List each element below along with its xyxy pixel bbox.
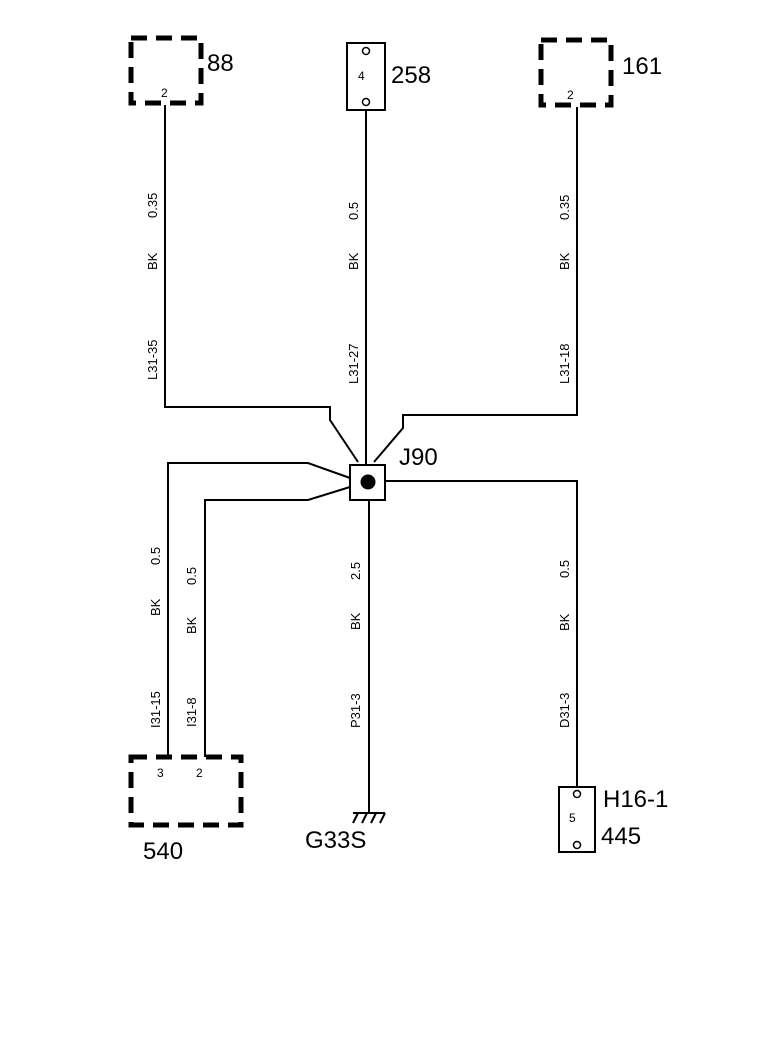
wire-540a-circuit: I31-15	[148, 691, 163, 728]
wire-540a-size: 0.5	[148, 547, 163, 565]
connector-258-pin: 4	[358, 69, 365, 83]
wire-88-to-j90	[164, 105, 359, 463]
wire-161-color: BK	[557, 252, 572, 270]
connector-445[interactable]: 5 H16-1 445	[558, 786, 668, 853]
wire-161-to-j90	[373, 107, 578, 463]
connector-445-pin: 5	[569, 811, 576, 825]
connector-88-id: 88	[207, 50, 234, 77]
wire-j90-to-540-pin2	[204, 486, 351, 757]
connector-161[interactable]: 2 161	[538, 37, 662, 108]
connector-540-pin-2: 2	[196, 766, 203, 780]
wire-445-circuit: D31-3	[557, 693, 572, 728]
wire-258-circuit: L31-27	[346, 344, 361, 384]
ground-symbol: G33S	[305, 812, 386, 854]
wire-88-labels: 0.35 BK L31-35	[145, 193, 160, 380]
wire-445-size: 0.5	[557, 560, 572, 578]
wire-ground-labels: 2.5 BK P31-3	[348, 562, 363, 728]
wire-j90-to-445	[385, 480, 578, 787]
wire-161-circuit: L31-18	[557, 344, 572, 384]
connector-161-pin: 2	[567, 88, 574, 102]
connector-445-alt-id: H16-1	[603, 786, 668, 813]
wire-540a-labels: 0.5 BK I31-15	[148, 547, 163, 728]
connector-540-pin-3: 3	[157, 766, 164, 780]
wire-ground-circuit: P31-3	[348, 693, 363, 728]
splice-j90-id: J90	[399, 444, 438, 471]
wire-540b-size: 0.5	[184, 567, 199, 585]
wire-161-size: 0.35	[557, 195, 572, 220]
wire-161-labels: 0.35 BK L31-18	[557, 195, 572, 384]
connector-258-id: 258	[391, 62, 431, 89]
connector-540-id: 540	[143, 838, 183, 865]
ground-id: G33S	[305, 827, 366, 854]
wire-ground-color: BK	[348, 612, 363, 630]
connector-445-id: 445	[601, 823, 641, 850]
connector-161-id: 161	[622, 53, 662, 80]
wire-88-circuit: L31-35	[145, 340, 160, 380]
wire-j90-to-540-pin3	[167, 462, 351, 757]
wire-258-labels: 0.5 BK L31-27	[346, 202, 361, 384]
wire-540b-color: BK	[184, 616, 199, 634]
splice-j90[interactable]: J90	[349, 444, 438, 501]
wire-540b-circuit: I31-8	[184, 697, 199, 727]
wire-540b-labels: 0.5 BK I31-8	[184, 567, 199, 727]
wire-258-size: 0.5	[346, 202, 361, 220]
wire-88-size: 0.35	[145, 193, 160, 218]
wire-88-color: BK	[145, 252, 160, 270]
connector-540[interactable]: 3 2 540	[128, 754, 244, 865]
wire-445-color: BK	[557, 613, 572, 631]
wire-540a-color: BK	[148, 598, 163, 616]
wire-445-labels: 0.5 BK D31-3	[557, 560, 572, 728]
wire-ground-size: 2.5	[348, 562, 363, 580]
connector-88-pin: 2	[161, 86, 168, 100]
connector-258[interactable]: 4 258	[346, 42, 431, 111]
connector-88[interactable]: 2 88	[128, 35, 234, 106]
wire-258-color: BK	[346, 252, 361, 270]
